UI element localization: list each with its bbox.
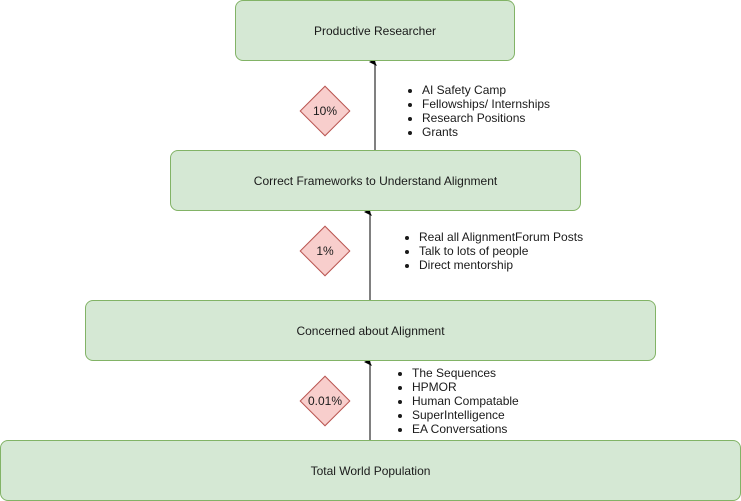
list-item: Human Compatable [412,394,519,408]
rate-label-1: 1% [316,244,334,258]
list-item: HPMOR [412,380,519,394]
node-correct-frameworks: Correct Frameworks to Understand Alignme… [170,150,581,211]
interventions-list-researcher: AI Safety Camp Fellowships/ Internships … [408,83,550,139]
list-item: EA Conversations [412,422,519,436]
node-concerned-about-alignment: Concerned about Alignment [85,300,656,361]
node-label: Concerned about Alignment [296,323,445,338]
list-item: SuperIntelligence [412,408,519,422]
rate-label-10: 10% [312,104,338,118]
node-label: Correct Frameworks to Understand Alignme… [253,173,498,188]
list-item: Grants [422,125,550,139]
interventions-list-concerned: The Sequences HPMOR Human Compatable Sup… [398,366,519,436]
list-item: Real all AlignmentForum Posts [419,230,583,244]
list-item: The Sequences [412,366,519,380]
list-item: Talk to lots of people [419,244,583,258]
list-item: Direct mentorship [419,258,583,272]
list-item: AI Safety Camp [422,83,550,97]
node-total-world-population: Total World Population [0,440,741,501]
rate-label-001: 0.01% [307,394,343,408]
interventions-list-frameworks: Real all AlignmentForum Posts Talk to lo… [405,230,583,272]
node-productive-researcher: Productive Researcher [235,0,515,61]
list-item: Fellowships/ Internships [422,97,550,111]
node-label: Productive Researcher [313,23,437,38]
list-item: Research Positions [422,111,550,125]
node-label: Total World Population [310,463,431,478]
